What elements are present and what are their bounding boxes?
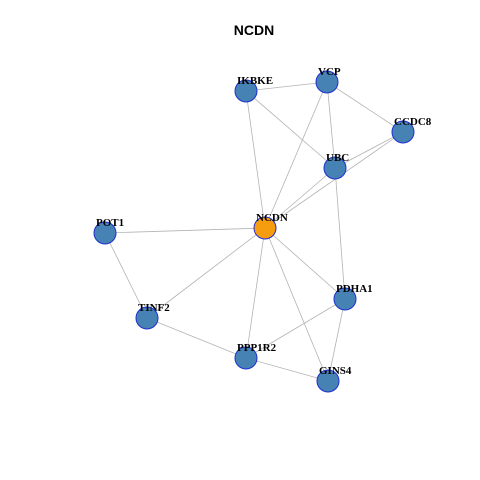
node-ncdn — [253, 216, 277, 240]
edge-ncdn-pdha1 — [264, 227, 346, 300]
node-label-ncdn: NCDN — [256, 212, 288, 224]
node-tinf2 — [135, 306, 159, 330]
node-ppp1r2 — [234, 346, 258, 370]
node-label-vcp: VCP — [318, 66, 341, 78]
edge-pot1-ncdn — [104, 227, 266, 234]
nodes-layer — [93, 70, 415, 393]
edge-ubc-ncdn — [264, 167, 336, 229]
edge-ikbke-ncdn — [245, 90, 266, 229]
node-label-ikbke: IKBKE — [237, 75, 273, 87]
node-pot1 — [93, 221, 117, 245]
edges-layer — [104, 81, 404, 382]
edge-ikbke-vcp — [245, 81, 328, 92]
edge-ncdn-tinf2 — [146, 227, 266, 319]
edge-ccdc8-ncdn — [264, 131, 404, 229]
node-ikbke — [234, 79, 258, 103]
edge-ccdc8-ubc — [334, 131, 404, 169]
node-label-tinf2: TINF2 — [138, 302, 170, 314]
edge-ncdn-ppp1r2 — [245, 227, 266, 359]
node-label-pot1: POT1 — [96, 217, 124, 229]
node-gins4 — [316, 369, 340, 393]
edge-ikbke-ubc — [245, 90, 336, 169]
edge-tinf2-ppp1r2 — [146, 317, 247, 359]
node-label-ubc: UBC — [326, 152, 349, 164]
node-label-gins4: GINS4 — [319, 365, 352, 377]
node-vcp — [315, 70, 339, 94]
edge-vcp-ncdn — [264, 81, 328, 229]
edge-pdha1-gins4 — [327, 298, 346, 382]
edge-ppp1r2-gins4 — [245, 357, 329, 382]
edge-ubc-pdha1 — [334, 167, 346, 300]
node-label-ppp1r2: PPP1R2 — [237, 342, 277, 354]
node-ccdc8 — [391, 120, 415, 144]
edge-vcp-ccdc8 — [326, 81, 404, 133]
edge-pot1-tinf2 — [104, 232, 148, 319]
node-pdha1 — [333, 287, 357, 311]
node-label-ccdc8: CCDC8 — [394, 116, 432, 128]
edge-ncdn-gins4 — [264, 227, 329, 382]
node-ubc — [323, 156, 347, 180]
edge-pdha1-ppp1r2 — [245, 298, 346, 359]
edge-vcp-ubc — [326, 81, 336, 169]
graph-title: NCDN — [234, 22, 274, 38]
node-label-pdha1: PDHA1 — [336, 283, 373, 295]
